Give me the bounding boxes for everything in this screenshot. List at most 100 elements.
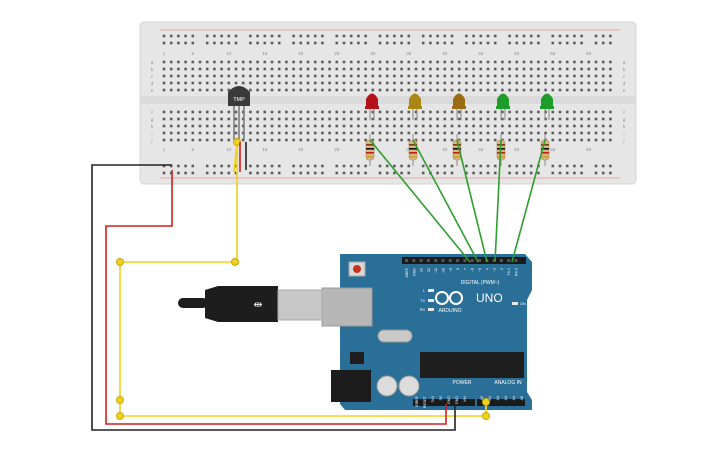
led[interactable] [408,93,422,121]
led[interactable] [540,93,554,121]
led[interactable] [365,93,379,121]
rail-hole [169,164,173,168]
rail-hole [558,34,562,38]
breadboard-hole [205,67,209,71]
breadboard-hole [184,117,187,121]
breadboard-hole [378,131,382,135]
breadboard-hole [234,124,238,128]
rail-hole [184,34,187,38]
breadboard-hole [256,67,259,71]
breadboard-hole [429,110,432,114]
rail-hole [220,34,223,38]
rail-hole [609,164,612,168]
rail-hole [184,171,187,175]
rail-hole [421,41,425,45]
breadboard-hole [465,81,468,85]
breadboard-hole [285,117,288,121]
rail-hole [220,171,223,175]
breadboard-hole [256,81,259,85]
breadboard-hole [429,88,432,92]
led[interactable] [496,93,510,121]
rail-hole [486,34,490,38]
breadboard-hole [328,67,331,71]
breadboard-hole [609,88,612,92]
breadboard-hole [241,74,245,78]
breadboard-hole [263,131,267,135]
breadboard-hole [220,81,223,85]
rail-hole [529,41,533,45]
led-row [365,93,554,121]
breadboard-hole [558,67,562,71]
status-led-label: RX [420,308,426,312]
breadboard-hole [263,110,267,114]
breadboard-hole [479,110,483,114]
breadboard-hole [558,110,562,114]
breadboard-hole [213,138,216,142]
breadboard-hole [385,110,389,114]
pin-label: A1 [488,396,492,400]
breadboard-hole [479,131,483,135]
breadboard-hole [256,117,259,121]
breadboard-hole [407,138,411,142]
breadboard-hole [429,124,432,128]
breadboard-hole [385,138,389,142]
breadboard-hole [501,74,504,78]
rail-hole [249,34,252,38]
rail-hole [313,164,317,168]
breadboard-hole [479,124,483,128]
breadboard-hole [249,117,252,121]
header-pin [412,259,416,262]
breadboard-hole [299,131,303,135]
breadboard-hole [306,131,310,135]
breadboard-hole [198,138,202,142]
pin-label: A5 [520,396,524,400]
breadboard-hole [573,117,576,121]
breadboard-hole [407,110,411,114]
rail-hole [443,34,447,38]
breadboard-hole [263,117,267,121]
breadboard-hole [486,117,490,121]
breadboard-hole [537,131,540,135]
breadboard-hole [313,60,317,64]
breadboard-hole [205,60,209,64]
rail-hole [263,41,267,45]
breadboard-hole [486,88,490,92]
rail-hole [357,171,360,175]
breadboard-hole [292,138,295,142]
rail-hole [508,41,511,45]
breadboard-hole [270,74,274,78]
rail-hole [400,164,403,168]
breadboard-hole [371,74,375,78]
breadboard-hole [277,131,281,135]
rail-hole [472,34,475,38]
breadboard-hole [551,124,555,128]
breadboard-hole [385,74,389,78]
breadboard-hole [501,124,504,128]
rail-hole [493,171,497,175]
pin-label: 7 [463,268,467,270]
led[interactable] [452,93,466,121]
breadboard-hole [328,88,331,92]
breadboard-hole [400,81,403,85]
breadboard-hole [198,131,202,135]
header-pin [448,259,452,262]
breadboard-hole [486,60,490,64]
breadboard-hole [501,110,504,114]
breadboard-hole [580,124,583,128]
temperature-sensor[interactable]: TMP [228,86,250,140]
breadboard-hole [443,117,447,121]
rail-hole [551,171,555,175]
rail-hole [306,41,310,45]
rail-hole [443,41,447,45]
breadboard-hole [407,131,411,135]
breadboard-hole [357,81,360,85]
rail-hole [493,164,497,168]
breadboard-hole [587,81,591,85]
breadboard-hole [515,67,519,71]
breadboard-hole [443,110,447,114]
breadboard-hole [241,131,245,135]
breadboard-hole [565,67,569,71]
breadboard-hole [213,88,216,92]
arduino-board[interactable]: ARDUINO UNO DIGITAL (PWM~) POWER ANALOG … [321,254,532,410]
